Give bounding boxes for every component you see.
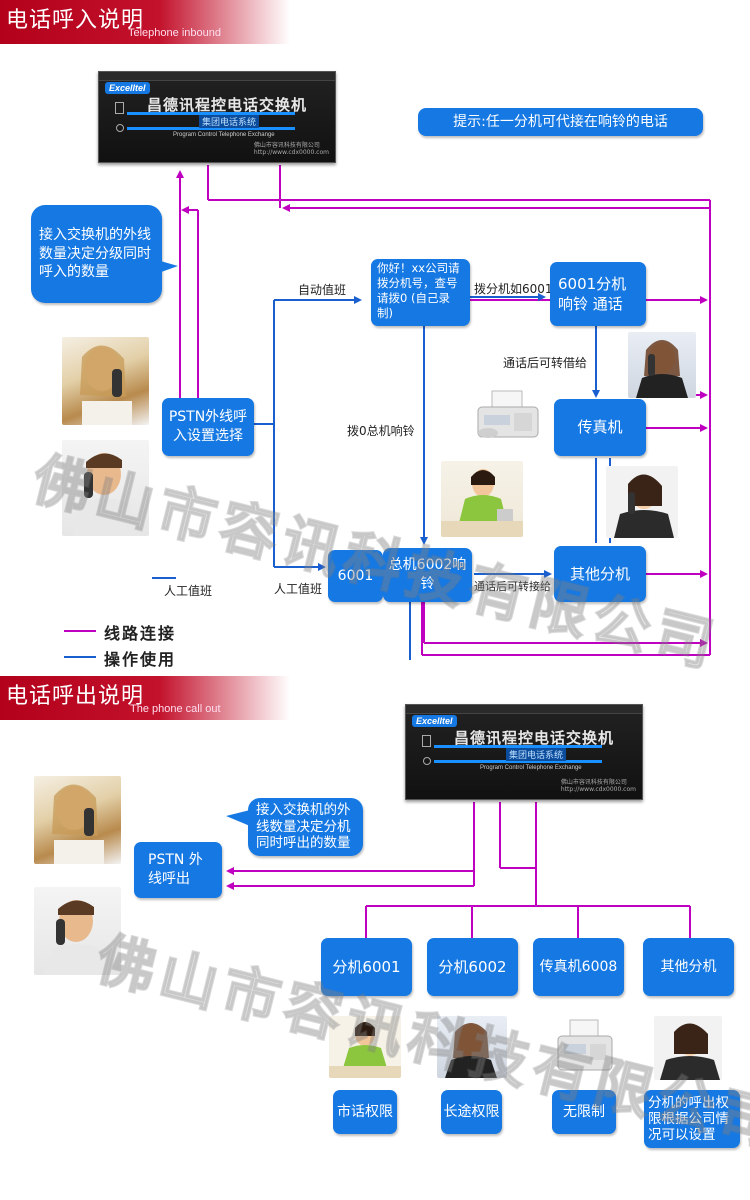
outbound-extension-6001-box: 分机6001 [321,938,412,996]
pbx-exchange-unit-outbound: Excelltel 昌德讯程控电话交换机 集团电话系统 Program Cont… [405,704,643,800]
permission-configurable-box: 分机的呼出权限根据公司情况可以设置 [644,1090,740,1148]
pbx-exchange-unit: Excelltel 昌德讯程控电话交换机 集团电话系统 Program Cont… [98,71,336,163]
transfer-after-call-label: 通话后可转接给 [474,580,551,593]
extension-6001-box: 6001 [328,550,383,602]
pbx-product-name: 昌德讯程控电话交换机 [147,96,308,114]
businesswoman-photo [606,466,678,538]
outbound-section-subtitle: The phone call out [130,703,221,715]
pbx-series-label: 集团电话系统 [199,115,260,128]
outbound-section-header: 电话呼出说明 The phone call out [0,676,290,720]
pbx-power-switch [115,102,124,114]
outbound-extension-6002-box: 分机6002 [427,938,518,996]
pbx-power-led-outbound [423,757,431,765]
small-legend-label: 人工值班 [164,584,213,598]
woman-operator-photo [628,332,696,398]
man-caller-photo-outbound [34,887,121,975]
inbound-hint-box: 提示:任一分机可代接在响铃的电话 [418,108,703,136]
permission-local-box: 市话权限 [333,1090,397,1134]
inbound-section-title: 电话呼入说明 [6,8,145,33]
pbx-brand-logo-outbound: Excelltel [412,715,457,727]
pbx-power-led [116,124,124,132]
fax-machine-image [474,389,542,443]
outbound-trunk-note-bubble: 接入交换机的外线数量决定分机同时呼出的数量 [248,798,363,856]
inbound-section-header: 电话呼入说明 Telephone inbound [0,0,290,44]
outbound-note-bubble-tail [226,810,250,826]
inbound-connection-lines [64,165,711,660]
legend-line-connection: 线路连接 [104,624,177,643]
woman-operator-photo-outbound [437,1016,507,1078]
other-extensions-box: 其他分机 [554,546,646,602]
receptionist-photo-outbound [329,1016,401,1078]
woman-caller-photo [62,337,149,425]
permission-unlimited-box: 无限制 [552,1090,616,1134]
woman-caller-photo-outbound [34,776,121,864]
operator-ring-box: 总机6002响铃 [383,548,472,602]
pbx-product-name-outbound: 昌德讯程控电话交换机 [454,729,615,747]
outbound-fax-6008-box: 传真机6008 [533,938,624,996]
outbound-section-title: 电话呼出说明 [6,684,145,709]
dial-zero-label: 拨0总机响铃 [347,424,415,438]
pbx-english-label: Program Control Telephone Exchange [173,132,275,138]
receptionist-photo [441,461,523,537]
permission-long-distance-box: 长途权限 [441,1090,502,1134]
fax-machine-image-outbound [556,1018,614,1078]
manual-duty-label: 人工值班 [274,582,323,596]
inbound-note-bubble-tail [150,258,178,276]
auto-duty-label: 自动值班 [298,283,347,297]
pbx-english-label-outbound: Program Control Telephone Exchange [480,765,582,771]
dial-extension-label: 拨分机如6001 [474,282,553,296]
man-caller-photo [62,440,149,536]
transfer-to-label: 通话后可转借给 [503,356,588,370]
legend-operation-use: 操作使用 [104,650,177,669]
extension-ring-answer-box: 6001分机响铃 通话 [550,262,646,326]
pbx-series-label-outbound: 集团电话系统 [506,748,567,761]
outbound-other-extensions-box: 其他分机 [643,938,734,996]
inbound-trunk-note-bubble: 接入交换机的外线数量决定分级同时呼入的数量 [31,205,162,303]
pstn-outbound-box: PSTN 外线呼出 [134,842,222,898]
pstn-inbound-box: PSTN外线呼入设置选择 [162,398,254,456]
fax-box: 传真机 [554,399,646,456]
pbx-power-switch-outbound [422,735,431,747]
pbx-brand-logo: Excelltel [105,82,150,94]
inbound-section-subtitle: Telephone inbound [128,27,221,39]
businesswoman-photo-outbound [654,1016,722,1080]
greeting-box: 你好！xx公司请拨分机号，查号请拨0 (自己录制) [371,259,470,326]
